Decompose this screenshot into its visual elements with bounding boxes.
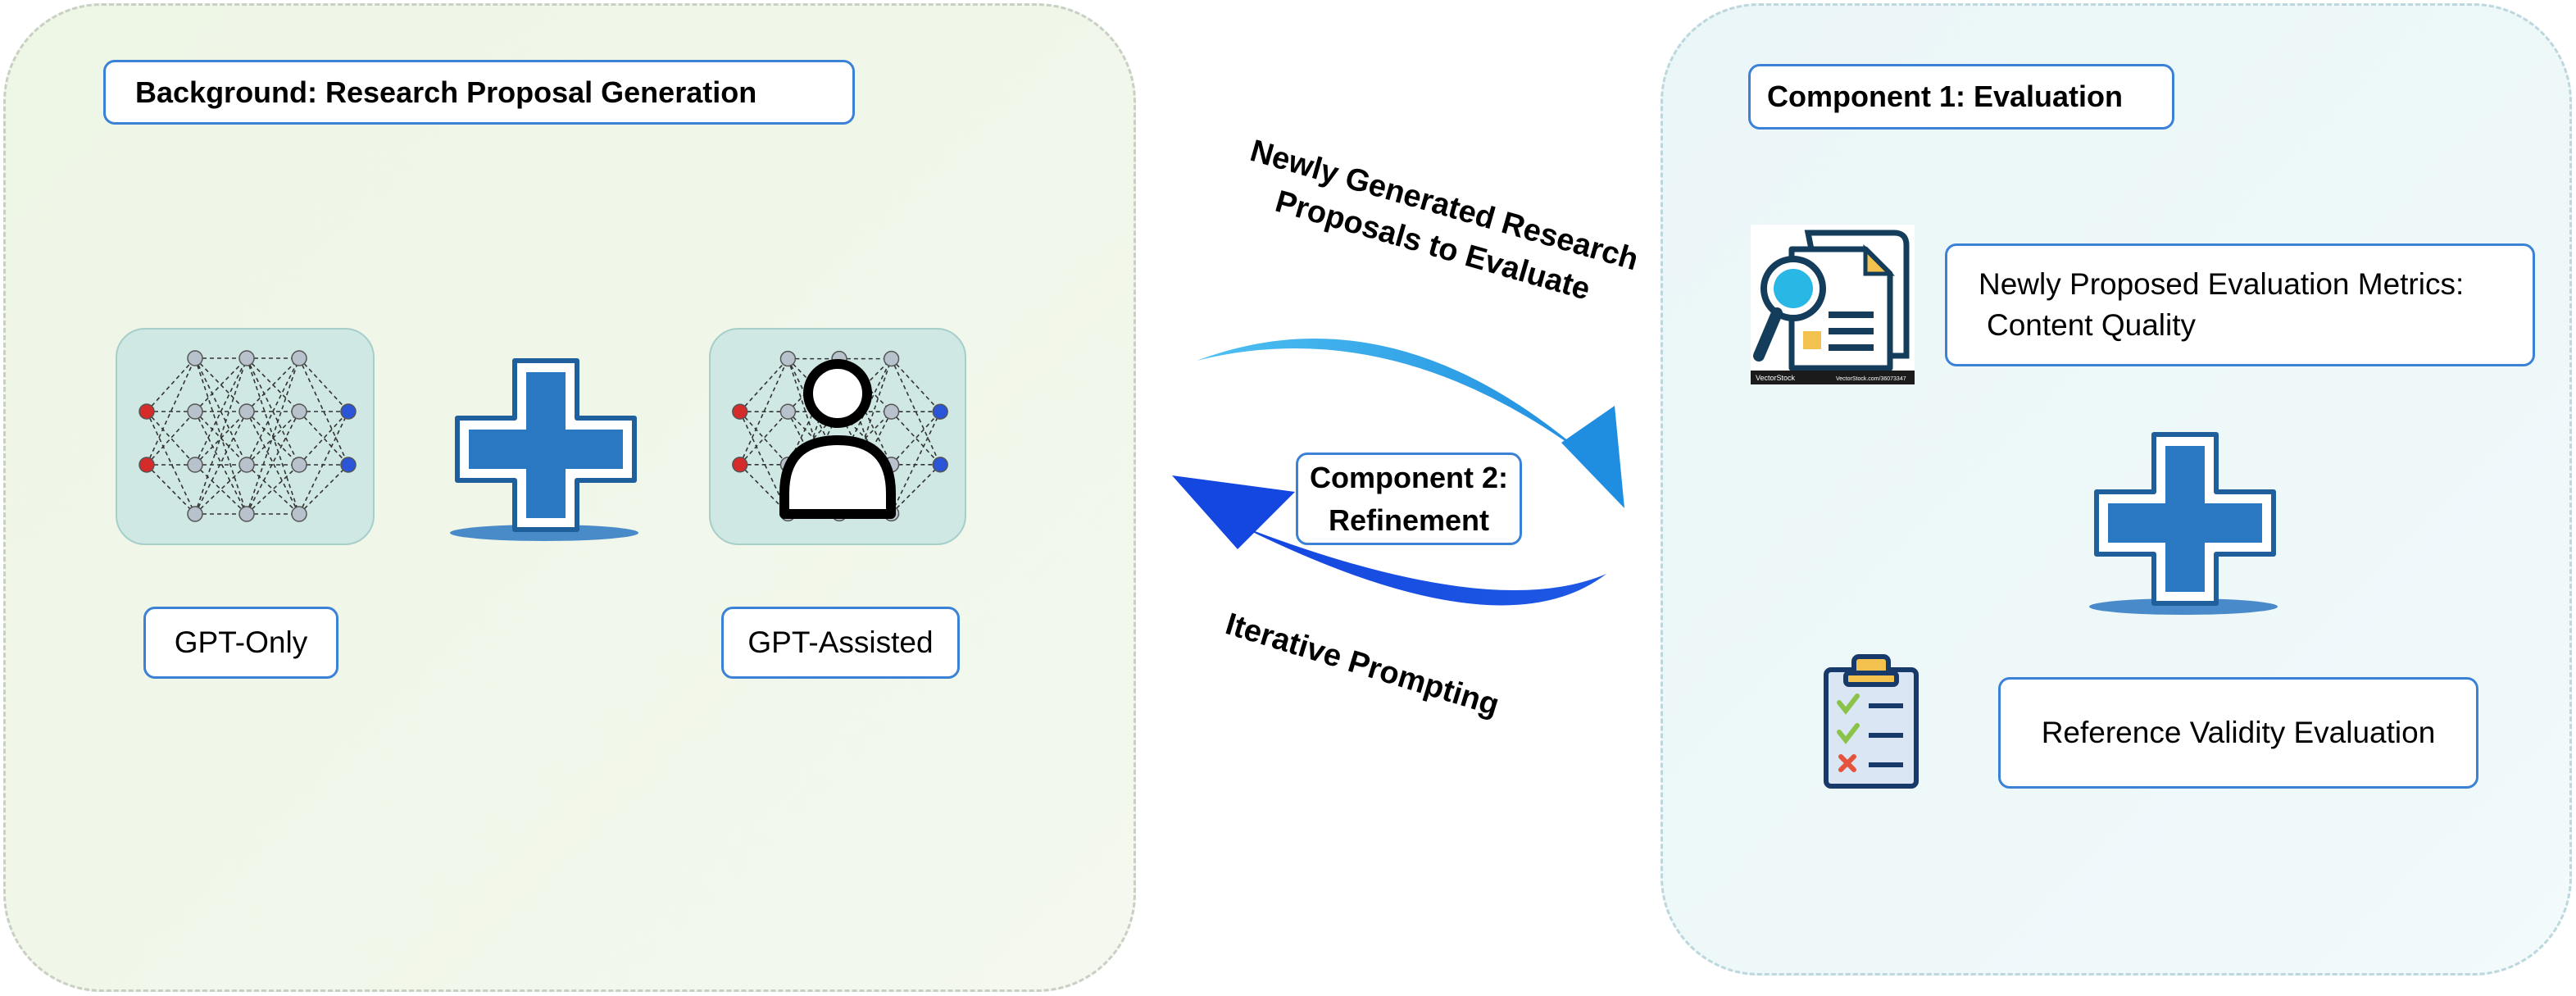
refinement-line2: Refinement bbox=[1328, 503, 1490, 537]
iterative-prompting-arrow bbox=[1172, 475, 1606, 606]
network-edge bbox=[739, 411, 788, 466]
network-node bbox=[779, 403, 797, 420]
plus-icon bbox=[450, 358, 638, 541]
plus-shadow bbox=[2089, 598, 2278, 615]
network-node bbox=[291, 506, 307, 522]
network-edge bbox=[194, 357, 248, 515]
gpt-only-network-tile bbox=[116, 328, 375, 545]
network-node bbox=[139, 457, 155, 473]
report-icon-caption-right: VectorStock.com/36073347 bbox=[1836, 376, 1906, 382]
network-node bbox=[239, 457, 255, 473]
network-edge bbox=[838, 411, 893, 466]
evaluation-title-text: Component 1: Evaluation bbox=[1767, 80, 2124, 113]
network-edge bbox=[890, 358, 941, 466]
network-node bbox=[932, 457, 948, 473]
background-title: Background: Research Proposal Generation bbox=[103, 60, 855, 125]
network-edge bbox=[246, 411, 300, 515]
network-edge bbox=[194, 357, 248, 466]
reference-validity-label-text: Reference Validity Evaluation bbox=[2041, 716, 2436, 749]
network-node bbox=[732, 403, 748, 420]
network-node bbox=[779, 350, 797, 367]
network-node bbox=[187, 350, 203, 366]
network-edge bbox=[194, 464, 248, 515]
evaluation-title: Component 1: Evaluation bbox=[1748, 64, 2174, 130]
network-edge bbox=[146, 357, 196, 412]
network-edge bbox=[298, 357, 349, 412]
metrics-label-line1: Newly Proposed Evaluation Metrics: bbox=[1979, 267, 2465, 301]
background-title-text: Background: Research Proposal Generation bbox=[135, 75, 757, 109]
gpt-assisted-label: GPT-Assisted bbox=[721, 607, 960, 679]
network-edge bbox=[298, 357, 349, 466]
network-edge bbox=[246, 411, 300, 466]
network-edge bbox=[298, 411, 349, 466]
network-edge bbox=[146, 411, 196, 466]
network-node bbox=[883, 350, 900, 367]
report-magnifier-icon: VectorStock VectorStock.com/36073347 bbox=[1751, 225, 1915, 384]
network-node bbox=[291, 403, 307, 420]
network-edge bbox=[891, 411, 941, 466]
network-edge bbox=[891, 358, 941, 412]
network-edge bbox=[739, 358, 789, 466]
gpt-assisted-label-text: GPT-Assisted bbox=[747, 625, 934, 659]
network-edge bbox=[298, 411, 349, 466]
network-edge bbox=[891, 411, 941, 466]
network-node bbox=[139, 403, 155, 420]
refinement-line1: Component 2: bbox=[1310, 460, 1508, 494]
network-node bbox=[239, 506, 255, 522]
network-node bbox=[187, 403, 203, 420]
refinement-box: Component 2: Refinement bbox=[1296, 453, 1522, 545]
network-edge bbox=[838, 411, 893, 514]
gpt-only-label: GPT-Only bbox=[143, 607, 338, 679]
network-edge bbox=[246, 464, 300, 515]
plus-fill bbox=[2108, 446, 2262, 592]
metrics-label: Newly Proposed Evaluation Metrics: Conte… bbox=[1945, 243, 2535, 366]
report-icon-caption-left: VectorStock bbox=[1756, 374, 1796, 382]
network-edge bbox=[194, 357, 248, 412]
network-edge bbox=[146, 357, 196, 466]
network-node bbox=[187, 457, 203, 473]
clipboard-checklist-icon bbox=[1824, 654, 1919, 789]
proposal-flow-arrow bbox=[1197, 339, 1624, 508]
reference-validity-label: Reference Validity Evaluation bbox=[1998, 677, 2478, 789]
network-edge bbox=[246, 357, 300, 412]
network-node bbox=[932, 403, 948, 420]
network-edge bbox=[146, 411, 196, 466]
network-node bbox=[340, 457, 357, 473]
person-icon bbox=[779, 359, 896, 519]
network-edge bbox=[739, 411, 788, 466]
plus-shadow bbox=[450, 525, 638, 541]
plus-icon bbox=[2089, 432, 2278, 615]
network-edge bbox=[146, 464, 196, 515]
network-edge bbox=[246, 357, 300, 466]
network-edge bbox=[194, 464, 248, 515]
gpt-assisted-network-tile bbox=[709, 328, 966, 545]
network-node bbox=[340, 403, 357, 420]
network-node bbox=[239, 403, 255, 420]
network-node bbox=[187, 506, 203, 522]
network-edge bbox=[298, 464, 349, 515]
network-edge bbox=[246, 357, 300, 515]
network-node bbox=[732, 457, 748, 473]
network-node bbox=[291, 457, 307, 473]
network-edge bbox=[838, 358, 893, 514]
network-edge bbox=[246, 411, 300, 515]
neural-network-icon bbox=[139, 350, 357, 522]
network-node bbox=[883, 403, 900, 420]
network-edge bbox=[246, 464, 300, 515]
metrics-label-line2: Content Quality bbox=[1987, 308, 2197, 342]
plus-fill bbox=[469, 372, 623, 518]
gpt-only-label-text: GPT-Only bbox=[174, 625, 308, 659]
network-edge bbox=[739, 358, 788, 412]
network-node bbox=[239, 350, 255, 366]
network-edge bbox=[194, 411, 248, 466]
network-node bbox=[291, 350, 307, 366]
